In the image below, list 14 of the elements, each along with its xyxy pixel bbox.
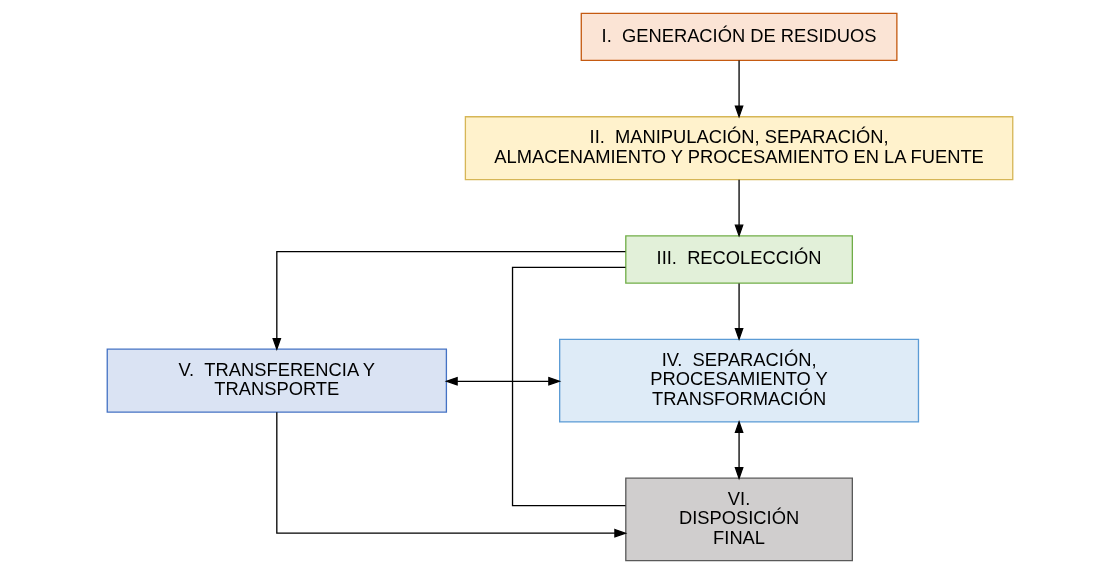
arrow	[734, 59, 744, 119]
connector	[511, 266, 626, 507]
arrow	[444, 376, 561, 386]
node-box: VI. DISPOSICIÓN FINAL	[624, 477, 853, 562]
arrow	[275, 411, 627, 538]
arrow	[271, 251, 626, 352]
node-box: V. TRANSFERENCIA Y TRANSPORTE	[106, 348, 447, 413]
arrow	[734, 420, 744, 481]
node-box: II. MANIPULACIÓN, SEPARACIÓN, ALMACENAMIENTO Y PROCESAMIENTO EN LA FUENTE	[464, 116, 1013, 181]
arrow	[734, 282, 744, 342]
node-box: IV. SEPARACIÓN, PROCESAMIENTO Y TRANSFORMACIÓN	[558, 338, 919, 423]
arrow	[734, 179, 744, 238]
node-box: III. RECOLECCIÓN	[624, 235, 853, 284]
node-box: I. GENERACIÓN DE RESIDUOS	[580, 12, 898, 62]
